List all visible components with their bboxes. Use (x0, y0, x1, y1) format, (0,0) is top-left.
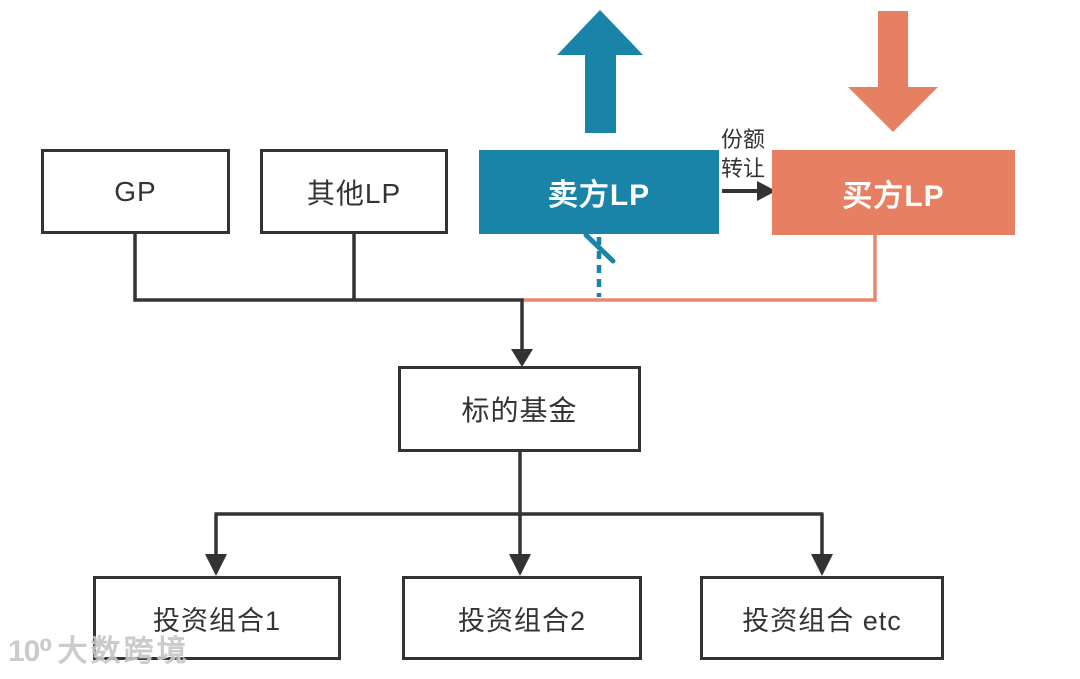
watermark-logo: 10⁰ (8, 635, 53, 668)
arrowhead-portfolio-etc (811, 554, 833, 576)
node-seller-lp: 卖方LP (479, 150, 719, 234)
watermark-brand-text: 大数跨境 (57, 635, 190, 668)
node-seller-lp-label: 卖方LP (547, 179, 651, 212)
transfer-label-line1: 份额 (721, 127, 766, 152)
watermark: 10⁰ 大数跨境 (8, 626, 190, 670)
node-portfolio-2-label: 投资组合2 (457, 605, 587, 636)
transfer-label-line2: 转让 (721, 156, 766, 181)
node-portfolio-etc-label: 投资组合 etc (742, 605, 902, 636)
node-portfolio-1-label: 投资组合1 (152, 605, 282, 636)
node-other-lp-label: 其他LP (306, 177, 402, 209)
connector-buyer-to-fund (522, 235, 877, 302)
arrowhead-portfolio2 (509, 554, 531, 576)
transfer-arrowhead (757, 181, 776, 201)
arrowhead-portfolio1 (205, 554, 227, 576)
up-arrow-icon (557, 10, 643, 133)
node-portfolio-etc: 投资组合 etc (700, 576, 944, 660)
connector-gp-to-junction (133, 234, 524, 353)
down-arrow-icon (848, 11, 938, 132)
arrowhead-into-fund (511, 349, 533, 367)
node-target-fund-label: 标的基金 (461, 395, 578, 426)
node-portfolio-1: 投资组合1 (93, 576, 341, 660)
node-buyer-lp-label: 买方LP (842, 179, 945, 213)
node-other-lp: 其他LP (260, 149, 448, 234)
node-gp: GP (41, 149, 230, 234)
node-target-fund: 标的基金 (398, 366, 641, 452)
node-portfolio-2: 投资组合2 (402, 576, 642, 660)
transfer-label: 份额 转让 (721, 125, 765, 183)
node-gp-label: GP (114, 175, 157, 207)
severed-slash (583, 232, 616, 264)
node-buyer-lp: 买方LP (772, 150, 1015, 235)
